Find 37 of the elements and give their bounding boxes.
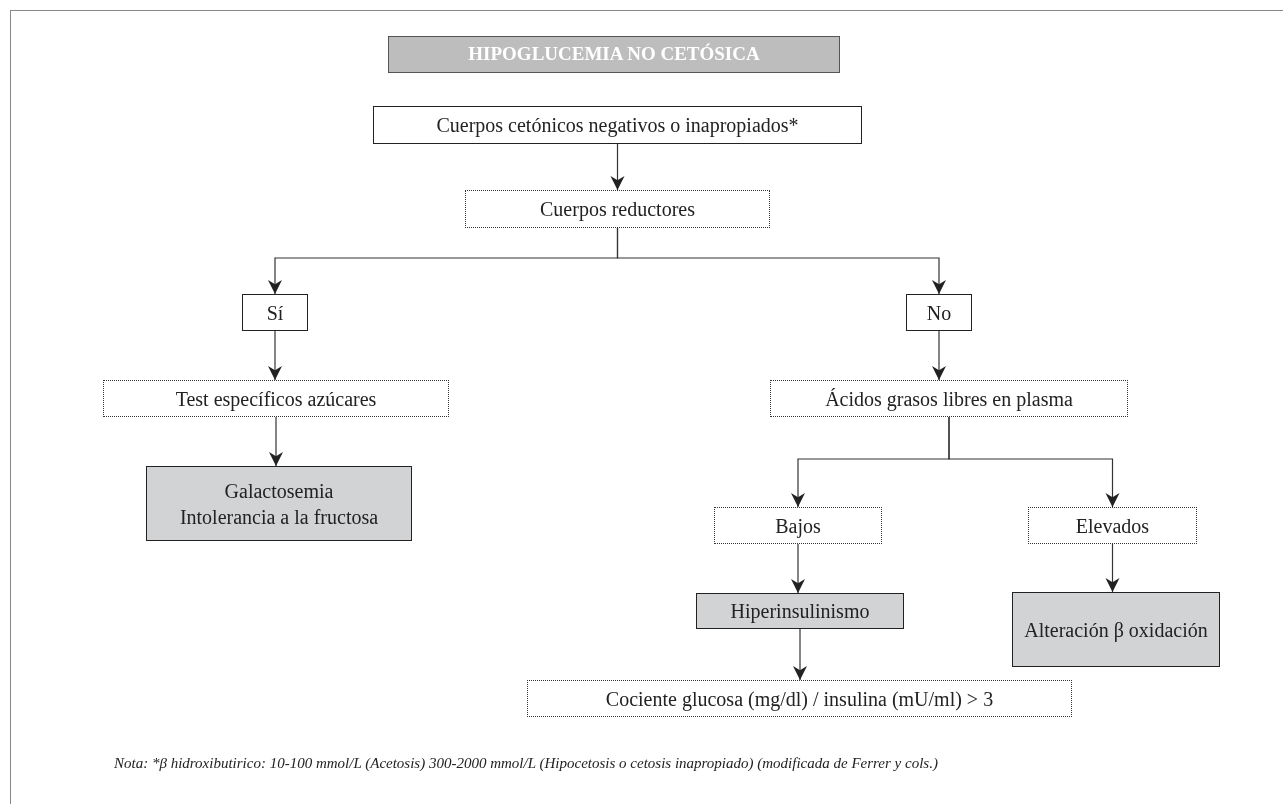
process-box [373, 106, 862, 144]
arrow [268, 330, 282, 381]
footnote: Nota: *β hidroxibutirico: 10-100 mmol/L (Acetosis) 300-2000 mmol/L (Hipocetosis o cetosis inapropiado) (modificada de Ferrer y cols.) [114, 754, 938, 773]
process-box [906, 294, 972, 331]
diagnosis-box [696, 593, 904, 629]
node-text: No [926, 300, 952, 326]
node-text: Test específicos azúcares [175, 386, 377, 412]
arrow [1105, 543, 1120, 593]
test-box [103, 380, 449, 417]
process-box [242, 294, 308, 331]
node-text: Hiperinsulinismo [730, 599, 870, 624]
arrow [269, 416, 283, 467]
arrow [793, 628, 807, 681]
test-box [770, 380, 1128, 417]
arrow [610, 143, 625, 191]
node-text: Galactosemia [224, 478, 334, 504]
arrow [791, 543, 805, 594]
diagnosis-box [146, 466, 412, 541]
test-box [465, 190, 770, 228]
node-text: Ácidos grasos libres en plasma [825, 386, 1073, 412]
arrow [932, 330, 946, 381]
node-text: Cociente glucosa (mg/dl) / insulina (mU/ml) > 3 [605, 686, 994, 712]
arrow [616, 227, 946, 295]
test-box [714, 507, 882, 544]
node-text: Elevados [1075, 513, 1150, 539]
node-text: Bajos [775, 513, 821, 539]
test-box [527, 680, 1072, 717]
arrow [948, 416, 1120, 508]
node-text: Cuerpos cetónicos negativos o inapropiados* [436, 113, 799, 138]
node-text: Sí [266, 300, 284, 326]
node-text: HIPOGLUCEMIA NO CETÓSICA [468, 42, 760, 67]
node-text: Cuerpos reductores [540, 197, 695, 222]
node-text: Intolerancia a la fructosa [179, 504, 379, 530]
title-box [388, 36, 840, 73]
node-text: Alteración β oxidación [1024, 617, 1208, 643]
diagnosis-box [1012, 592, 1220, 667]
test-box [1028, 507, 1197, 544]
